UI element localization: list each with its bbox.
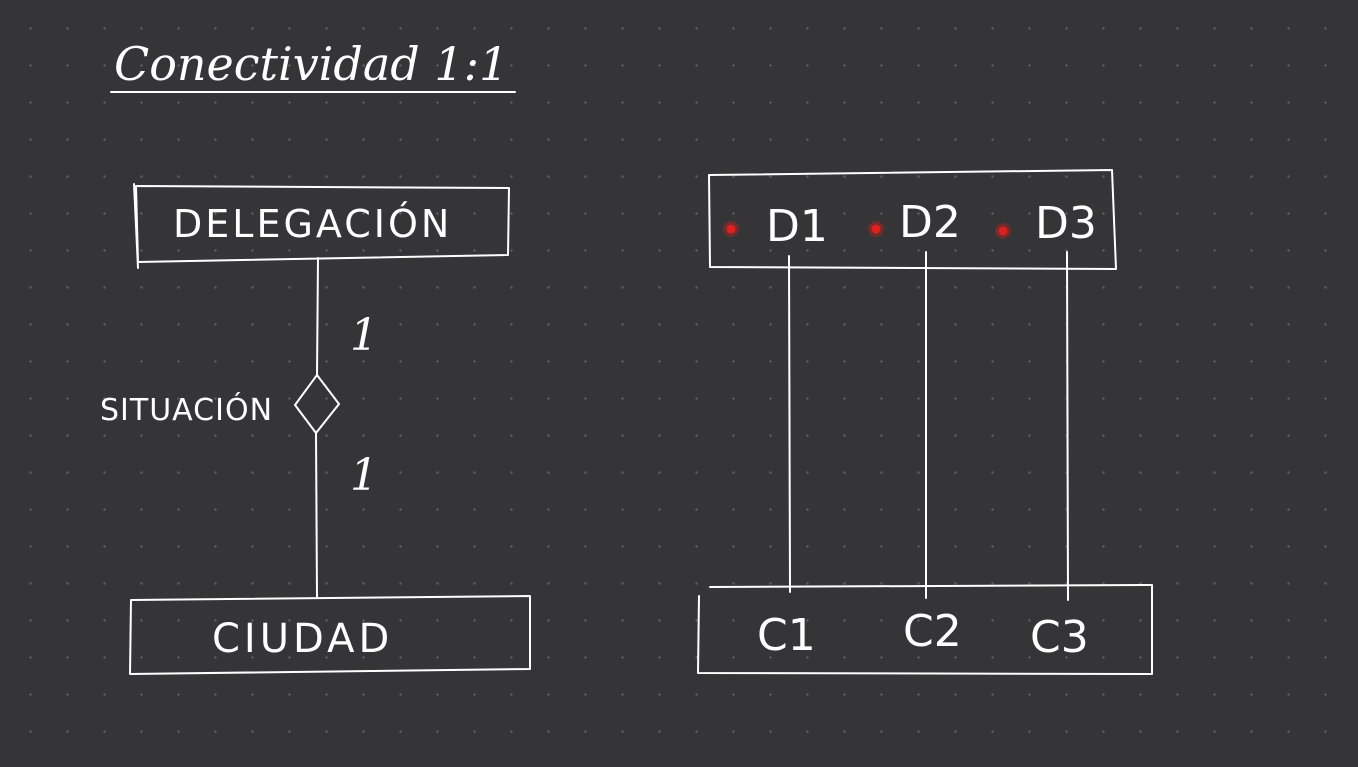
ciudad-label-1: C1 xyxy=(757,610,816,661)
link-line-1 xyxy=(788,255,791,593)
delegacion-label-1: D1 xyxy=(766,201,828,252)
instance-diagram: D1 D2 D3 C1 C2 C3 xyxy=(697,169,1153,675)
entity-delegacion-label: DELEGACIÓN xyxy=(173,202,452,246)
marker-dot-1 xyxy=(726,224,736,234)
ciudad-label-2: C2 xyxy=(903,606,962,657)
relationship-label: SITUACIÓN xyxy=(100,391,273,428)
link-line-3 xyxy=(1066,251,1069,601)
connector-bottom xyxy=(315,432,318,599)
ciudades-box xyxy=(697,584,1153,675)
cardinality-top: 1 xyxy=(350,310,378,361)
ciudad-label-3: C3 xyxy=(1030,612,1089,663)
er-diagram: DELEGACIÓN SITUACIÓN 1 1 CIUDAD xyxy=(100,183,531,675)
page-title: Conectividad 1:1 xyxy=(114,37,508,91)
entity-ciudad-box xyxy=(129,595,531,675)
entity-delegacion: DELEGACIÓN xyxy=(133,183,510,269)
entity-ciudad-label: CIUDAD xyxy=(212,616,393,662)
entity-ciudad: CIUDAD xyxy=(129,595,531,675)
delegacion-label-3: D3 xyxy=(1035,198,1097,249)
delegacion-label-2: D2 xyxy=(899,197,961,248)
marker-dots xyxy=(723,221,1011,239)
relationship-situacion: SITUACIÓN xyxy=(100,374,340,434)
marker-dot-3 xyxy=(998,226,1008,236)
delegaciones-box xyxy=(708,169,1117,270)
marker-dot-2 xyxy=(871,224,881,234)
entity-delegacion-box xyxy=(133,183,510,269)
cardinality-bottom: 1 xyxy=(350,450,378,501)
connector-top xyxy=(316,257,319,376)
relationship-diamond xyxy=(294,374,340,434)
